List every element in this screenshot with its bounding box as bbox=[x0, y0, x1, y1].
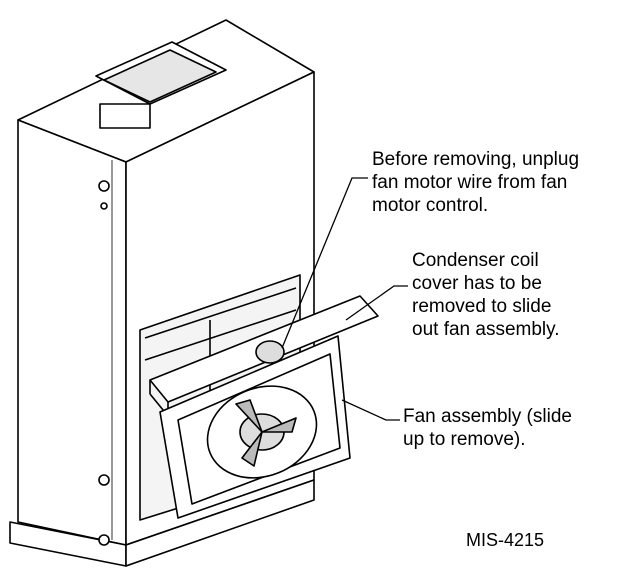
fan-assembly-callout-line-2: up to remove). bbox=[403, 429, 526, 450]
fan-wire-callout-line-1: Before removing, unplug bbox=[372, 149, 580, 170]
fan-motor-control bbox=[255, 340, 285, 364]
cabinet-side-panel bbox=[17, 119, 127, 546]
fan-callout-leader bbox=[341, 399, 400, 421]
fan-wire-callout-line-3: motor control. bbox=[372, 195, 489, 216]
coil-cover-callout: Condenser coil cover has to be removed t… bbox=[412, 249, 560, 341]
fan-assembly-callout-line-1: Fan assembly (slide bbox=[403, 406, 572, 427]
coil-cover-callout-line-2: cover has to be bbox=[412, 273, 542, 294]
coil-cover-callout-line-4: out fan assembly. bbox=[412, 319, 560, 340]
fan-wire-callout-line-2: fan motor wire from fan bbox=[372, 172, 568, 193]
fan-wire-callout: Before removing, unplug fan motor wire f… bbox=[372, 148, 579, 217]
coil-cover-callout-line-1: Condenser coil bbox=[412, 250, 539, 271]
coil-callout-leader bbox=[345, 285, 408, 321]
coil-cover-callout-line-3: removed to slide bbox=[412, 296, 552, 317]
fan-assembly-callout: Fan assembly (slide up to remove). bbox=[403, 405, 572, 451]
fan-blades bbox=[235, 399, 297, 467]
figure-id: MIS-4215 bbox=[466, 530, 545, 550]
wire-callout-leader bbox=[281, 177, 368, 349]
